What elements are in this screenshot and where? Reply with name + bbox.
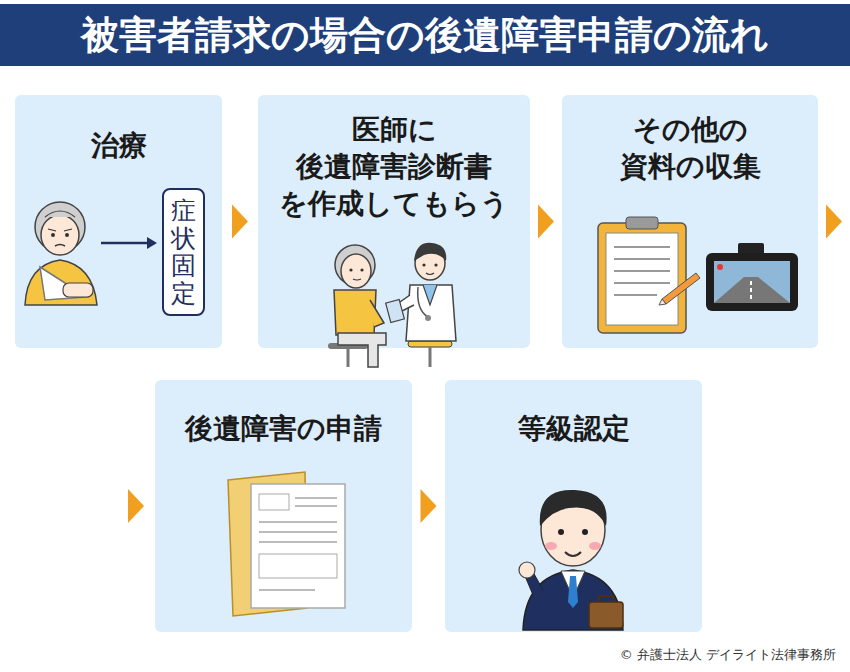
step-panel: 医師に 後遺障害診断書 を作成してもらう [258,95,530,348]
step-label: その他の 資料の収集 [570,111,810,185]
step-panel: 等級認定 [445,380,702,632]
status-box: 症状固定 [162,188,205,316]
injured-man [25,202,97,305]
step-arrow [538,205,554,239]
clipboard-part [614,294,657,296]
businessman-part [558,529,564,535]
doctor-part [426,273,434,275]
patient-part [349,268,352,271]
doctor-part [408,341,452,347]
dashcam-part [717,264,723,270]
businessman-part [519,562,535,578]
doctor-part [425,315,431,321]
businessman-part [540,490,607,526]
step-label: 治療 [23,127,214,164]
patient-part [353,279,361,280]
patient-part [370,300,384,327]
step-label: 等級認定 [453,410,694,447]
document-part [295,505,337,507]
doctor-part [423,285,437,305]
document-part [259,541,337,543]
injured-man-part [55,245,65,247]
businessman-part [599,596,613,602]
injured-man-part [45,211,75,217]
patient-part [360,268,363,271]
businessman-part [589,602,623,628]
clipboard-part [614,270,670,272]
patient-part [334,290,376,335]
dashcam [706,243,798,311]
progress-arrow [101,237,157,249]
businessman-part [523,570,623,630]
dashcam-part [714,261,790,303]
doctor-part [422,263,425,266]
businessman-part [589,542,601,550]
doctor-part [418,287,428,317]
businessman-part [568,576,578,608]
patient [328,245,386,367]
clipboard-part [659,299,666,305]
doctor-part [434,263,437,266]
step-panel: 後遺障害の申請 [155,380,412,632]
progress-arrow-part [101,242,147,245]
businessman-part [545,542,557,550]
progress-arrow-part [147,237,157,249]
step-label: 医師に 後遺障害診断書 を作成してもらう [266,111,522,222]
dashcam-part [714,277,790,303]
doctor [386,243,456,367]
step-panel: その他の 資料の収集 [562,95,818,348]
status-label: 症状固定 [171,197,196,307]
title-bar: 被害者請求の場合の後遺障害申請の流れ [0,4,850,66]
injured-man-part [65,233,69,237]
patient-part [338,333,386,367]
injured-man-part [25,260,97,305]
document-part [295,497,337,499]
clipboard-part [626,217,658,229]
step-panel: 症状固定 治療 [15,95,222,348]
document-part [259,531,337,533]
title-text: 被害者請求の場合の後遺障害申請の流れ [0,4,850,66]
doctor-part [414,243,446,261]
clipboard-part [614,258,670,260]
dashcam-part [750,281,752,301]
document-part [259,554,337,578]
document-part [251,484,345,608]
copyright-note: © 弁護士法人 デイライト法律事務所 [620,646,836,664]
clipboard-part [598,223,686,333]
document-part [259,521,337,523]
patient-part [347,349,350,367]
step-arrow [232,205,248,239]
injured-man-part [51,233,55,237]
businessman-part [565,552,581,556]
step-label: 後遺障害の申請 [163,410,404,447]
doctor-part [429,347,432,367]
injured-man-part [41,215,79,255]
document-part [259,589,315,591]
doctor-part [386,300,405,323]
businessman-part [582,529,588,535]
patient-part [341,254,371,288]
clipboard-part [614,246,670,248]
injured-man-part [63,283,93,297]
businessman [519,490,623,630]
injured-man-part [48,229,72,231]
doctor-part [406,285,456,341]
step-arrow [421,489,437,523]
clipboard-part [662,273,700,304]
clipboard-part [614,282,670,284]
document [251,484,345,608]
dashcam-part [706,253,798,311]
clipboard [598,217,700,333]
clipboard-part [606,233,678,325]
document-part [259,494,289,510]
